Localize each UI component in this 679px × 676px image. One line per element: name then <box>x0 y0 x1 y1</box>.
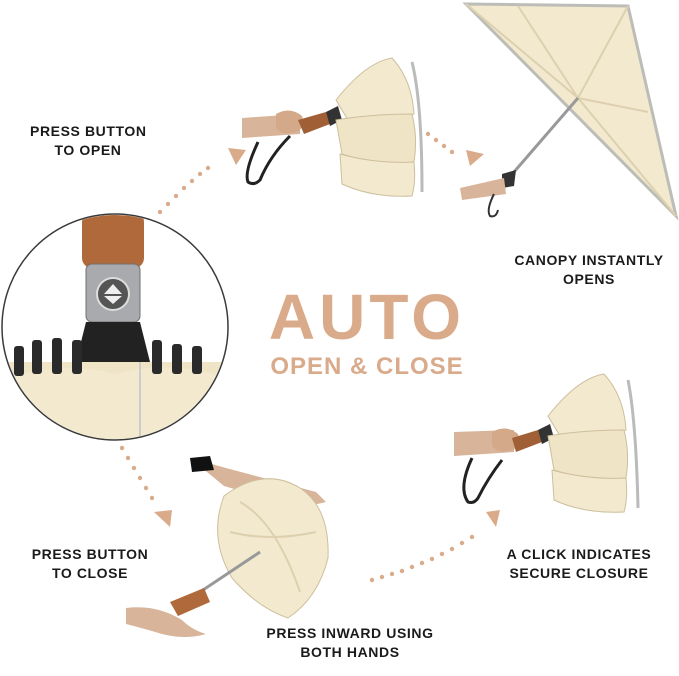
caption-click-indicates-secure-closure: A CLICK INDICATES SECURE CLOSURE <box>489 545 669 583</box>
secured-umbrella-image <box>454 373 640 513</box>
arrow-right <box>486 510 500 527</box>
closing-umbrella-image <box>126 456 329 637</box>
caption-press-button-to-open: PRESS BUTTON TO OPEN <box>30 122 146 160</box>
headline-title: AUTO <box>268 281 466 353</box>
arrow-top-right <box>466 150 484 166</box>
caption-line-1: PRESS BUTTON <box>31 546 149 562</box>
caption-line-1: PRESS INWARD USING <box>266 625 434 641</box>
caption-press-inward-both-hands: PRESS INWARD USING BOTH HANDS <box>250 624 450 662</box>
caption-line-1: CANOPY INSTANTLY <box>514 252 664 268</box>
caption-press-button-to-close: PRESS BUTTON TO CLOSE <box>30 545 150 583</box>
caption-line-2: TO OPEN <box>54 142 122 158</box>
caption-line-1: PRESS BUTTON <box>30 123 147 139</box>
arrow-left <box>154 510 172 527</box>
caption-line-2: OPENS <box>562 271 615 287</box>
caption-line-2: TO CLOSE <box>51 565 129 581</box>
open-umbrella-image <box>460 2 679 221</box>
handle-closeup-image <box>1 213 229 441</box>
headline-subtitle: OPEN & CLOSE <box>270 353 464 380</box>
arrow-top-left <box>228 148 246 165</box>
closed-umbrella-image <box>242 57 424 197</box>
arrowheads <box>154 148 500 527</box>
caption-canopy-instantly-opens: CANOPY INSTANTLY OPENS <box>500 251 678 289</box>
caption-line-2: BOTH HANDS <box>300 644 400 660</box>
caption-line-1: A CLICK INDICATES <box>506 546 652 562</box>
caption-line-2: SECURE CLOSURE <box>509 565 649 581</box>
